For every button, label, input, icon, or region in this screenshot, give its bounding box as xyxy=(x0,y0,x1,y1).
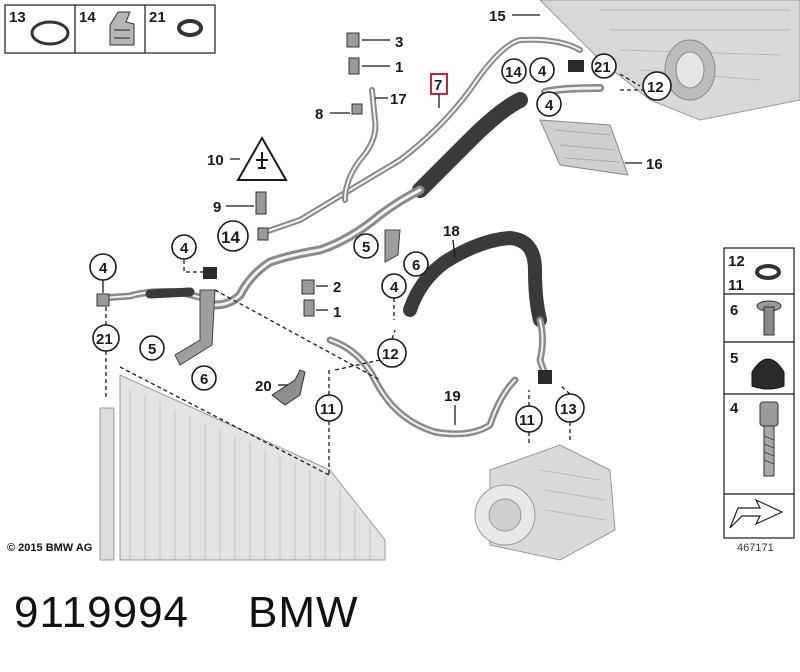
callout-15: 15 xyxy=(489,8,506,25)
callout-16: 16 xyxy=(646,156,663,173)
connector-block-icon xyxy=(96,293,110,307)
connector-block-icon xyxy=(203,267,217,279)
legend-label-4: 4 xyxy=(730,400,739,417)
brand-name: BMW xyxy=(248,588,359,637)
callout-18: 18 xyxy=(443,223,460,240)
legend-label-12: 12 xyxy=(728,253,745,270)
evaporator-housing xyxy=(539,0,800,121)
bolt-4-icon xyxy=(759,401,779,427)
warning-triangle-icon xyxy=(236,135,288,181)
callout-6-mid: 6 xyxy=(412,257,420,274)
line-19 xyxy=(326,336,519,438)
condenser xyxy=(99,374,386,561)
callout-4-mid2: 4 xyxy=(390,279,399,296)
suction-hose xyxy=(412,92,528,198)
callout-12-top: 12 xyxy=(647,79,664,96)
callout-4-left: 4 xyxy=(99,260,108,277)
legend-cell-6 xyxy=(723,293,795,343)
bracket-left xyxy=(174,289,216,366)
callout-14-top: 14 xyxy=(505,64,522,81)
part-1-top-icon xyxy=(348,57,360,75)
bracket-16 xyxy=(539,119,629,176)
callout-1-mid: 1 xyxy=(333,304,341,321)
seal-ring-icon xyxy=(755,264,781,280)
legend-label-6: 6 xyxy=(730,302,738,319)
top-legend: 13 14 21 xyxy=(4,4,216,54)
callout-14-mid: 14 xyxy=(221,228,240,247)
callout-11-right: 11 xyxy=(519,412,535,429)
reference-number: 467171 xyxy=(737,542,774,554)
right-legend: 12 11 6 5 4 xyxy=(723,247,795,539)
part-14-icon xyxy=(257,227,269,241)
callout-13: 13 xyxy=(560,401,577,418)
callout-6-left: 6 xyxy=(200,371,208,388)
part-1-mid-icon xyxy=(303,299,315,317)
compressor xyxy=(474,444,616,561)
callout-4-mid: 4 xyxy=(180,240,189,257)
direction-arrow-icon xyxy=(729,498,784,529)
legend-label-13: 13 xyxy=(9,9,26,26)
callout-21-left: 21 xyxy=(96,331,113,348)
callout-1-top: 1 xyxy=(395,59,403,76)
callout-4-upper: 4 xyxy=(545,97,554,114)
callout-9: 9 xyxy=(213,199,221,216)
callout-20: 20 xyxy=(255,378,272,395)
legend-label-21: 21 xyxy=(149,9,166,26)
part-2-icon xyxy=(301,279,315,295)
hose-18 xyxy=(403,231,547,327)
callout-11-left: 11 xyxy=(320,401,336,418)
callout-7: 7 xyxy=(434,77,442,94)
callout-4-top: 4 xyxy=(538,63,547,80)
callout-5-left: 5 xyxy=(148,341,156,358)
callout-8: 8 xyxy=(315,106,323,123)
legend-label-11: 11 xyxy=(728,277,744,294)
bracket-20 xyxy=(271,369,306,406)
legend-label-14: 14 xyxy=(79,9,96,26)
callout-10: 10 xyxy=(207,152,224,169)
connector-block-icon xyxy=(538,370,552,384)
connector-block-icon xyxy=(568,60,584,72)
part-9-icon xyxy=(255,191,267,215)
callout-12-mid: 12 xyxy=(382,346,399,363)
circled-callouts: 14 4 21 4 12 14 4 4 21 5 6 5 6 4 12 xyxy=(89,53,672,476)
clip-14-icon xyxy=(109,11,135,46)
part-8-icon xyxy=(351,103,363,115)
callout-2: 2 xyxy=(333,279,341,296)
part-3-icon xyxy=(346,32,360,48)
callout-21-top: 21 xyxy=(594,59,611,76)
gasket-21-icon xyxy=(177,19,203,37)
callout-5-mid: 5 xyxy=(362,239,370,256)
copyright-notice: © 2015 BMW AG xyxy=(7,542,93,554)
callout-19: 19 xyxy=(444,388,461,405)
callout-17: 17 xyxy=(390,91,407,108)
legend-cell-4 xyxy=(723,393,795,495)
legend-label-5: 5 xyxy=(730,350,738,367)
callout-3: 3 xyxy=(395,34,403,51)
o-ring-13-icon xyxy=(30,20,70,46)
part-number: 9119994 xyxy=(14,588,190,637)
rubber-grommet-5-icon xyxy=(751,358,785,390)
